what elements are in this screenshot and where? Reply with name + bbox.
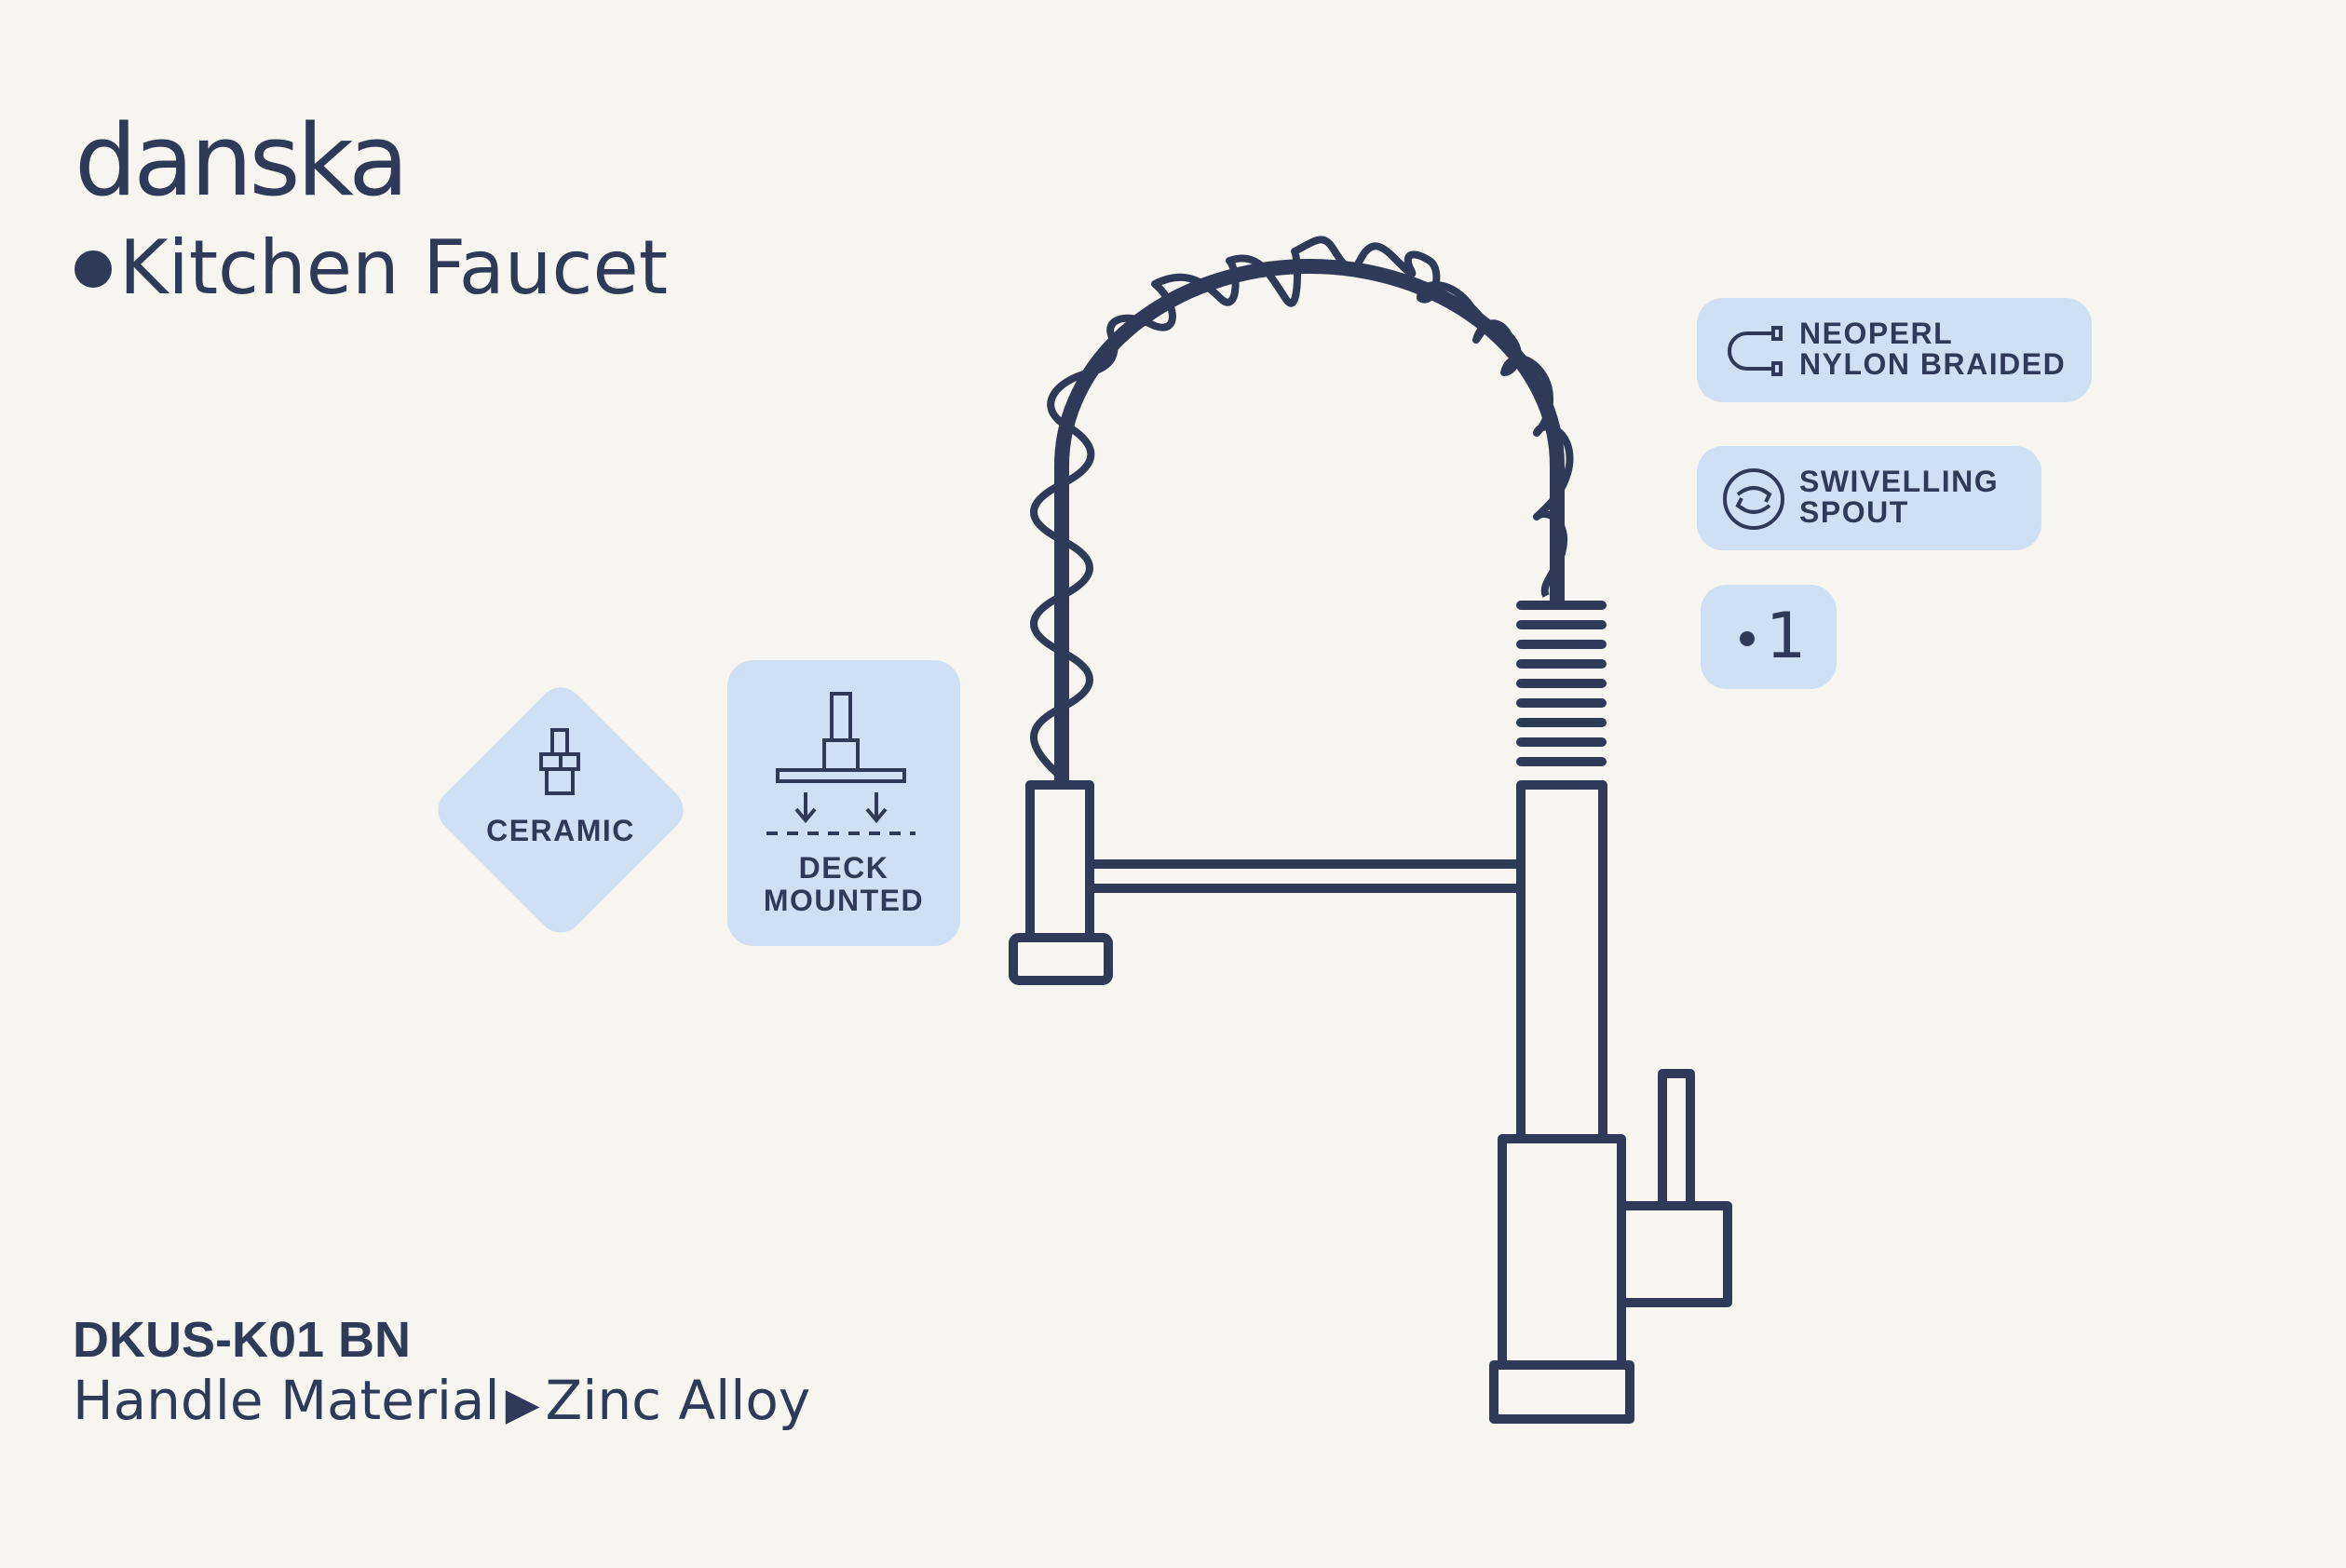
spring-coil xyxy=(1030,236,1574,781)
deck-label-line2: MOUNTED xyxy=(763,884,925,917)
play-arrow-icon: ▶ xyxy=(505,1378,540,1430)
spray-head xyxy=(1025,780,1094,942)
brand-logo: danska xyxy=(75,103,409,218)
holder-bar xyxy=(1085,859,1526,893)
braided-hose-icon xyxy=(1728,326,1783,376)
spout-arc xyxy=(1054,259,1565,787)
model-number: DKUS-K01 BN xyxy=(73,1312,412,1368)
faucet-column xyxy=(1516,780,1607,1143)
deck-mounted-badge: DECK MOUNTED xyxy=(727,660,960,946)
faucet-body xyxy=(1498,1134,1626,1370)
ceramic-badge: CERAMIC xyxy=(428,678,693,942)
swivelling-spout-badge: SWIVELLING SPOUT xyxy=(1697,446,2041,550)
spout-label-line2: SPOUT xyxy=(1799,495,1909,529)
single-handle-badge: 1 xyxy=(1701,585,1837,689)
base-plate xyxy=(1489,1360,1634,1424)
product-line-text: Kitchen Faucet xyxy=(119,224,669,311)
handle-material: Handle Material▶Zinc Alloy xyxy=(73,1373,810,1427)
hose-label-line2: NYLON BRAIDED xyxy=(1799,347,2067,381)
bullet-dot-icon xyxy=(75,250,112,288)
spray-nozzle xyxy=(1009,933,1113,985)
cartridge-icon xyxy=(539,728,580,795)
handle-block xyxy=(1617,1201,1732,1307)
hose-label-line1: NEOPERL xyxy=(1799,317,1954,350)
nylon-braided-badge: NEOPERL NYLON BRAIDED xyxy=(1697,298,2092,402)
bullet-dot-icon xyxy=(1740,631,1755,646)
deck-label-line1: DECK xyxy=(798,851,889,885)
product-line-title: Kitchen Faucet xyxy=(75,231,668,305)
handle-material-label: Handle Material xyxy=(73,1369,500,1432)
ceramic-label: CERAMIC xyxy=(486,814,635,847)
deck-mount-icon xyxy=(766,692,915,835)
coil-rings xyxy=(1516,601,1607,766)
handle-material-value: Zinc Alloy xyxy=(545,1369,811,1432)
spout-label-line1: SWIVELLING xyxy=(1799,465,2000,498)
handle-count: 1 xyxy=(1766,600,1807,673)
rotate-icon xyxy=(1723,468,1784,530)
handle-lever xyxy=(1658,1069,1695,1210)
